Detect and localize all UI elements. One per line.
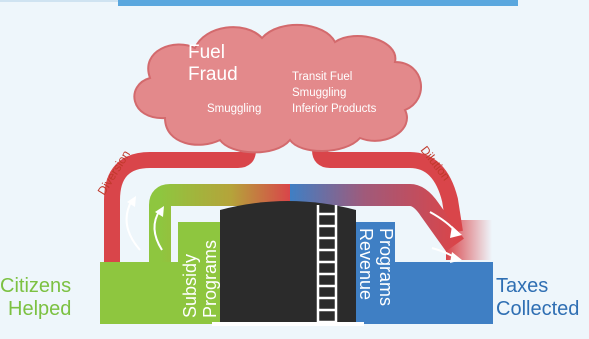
cloud-smuggling: Smuggling (292, 87, 346, 99)
right-arrowhead-icon (450, 226, 462, 238)
left-inner-arrowhead-icon (155, 206, 164, 217)
cloud-inferior-products: Inferior Products (292, 103, 377, 115)
programs-right-vertical-label: Programs (376, 228, 396, 306)
taxes-label: Taxes (496, 275, 548, 297)
inner-pipe-right (290, 184, 464, 252)
cloud-title-line1: Fuel (188, 42, 225, 63)
programs-left-vertical-label: Programs (200, 240, 220, 318)
left-outer-arrow-icon (125, 199, 141, 251)
subsidy-vertical-label: Subsidy (180, 254, 200, 318)
collected-label: Collected (496, 298, 579, 320)
top-bar (118, 0, 518, 6)
right-lower-arrowhead-icon (450, 252, 462, 263)
tank-base-line (212, 322, 364, 326)
subsidy-column (178, 222, 220, 324)
citizens-label: Citizens (0, 275, 71, 297)
cloud-smuggling-label: Smuggling (207, 103, 261, 115)
dilution-arrow-path (312, 132, 463, 234)
revenue-vertical-label: Revenue (356, 228, 376, 300)
fuel-fraud-cloud (133, 24, 422, 154)
cloud-transit-fuel: Transit Fuel (292, 71, 352, 83)
top-bar-left (0, 0, 118, 2)
inner-pipe-left (149, 184, 290, 262)
ladder (316, 205, 338, 324)
helped-label: Helped (8, 298, 71, 320)
cloud-title-line2: Fraud (188, 64, 238, 85)
revenue-column (355, 222, 395, 324)
left-outer-arrowhead-icon (127, 196, 136, 207)
diversion-arrow-path (104, 132, 256, 262)
fuel-tank (220, 201, 356, 324)
